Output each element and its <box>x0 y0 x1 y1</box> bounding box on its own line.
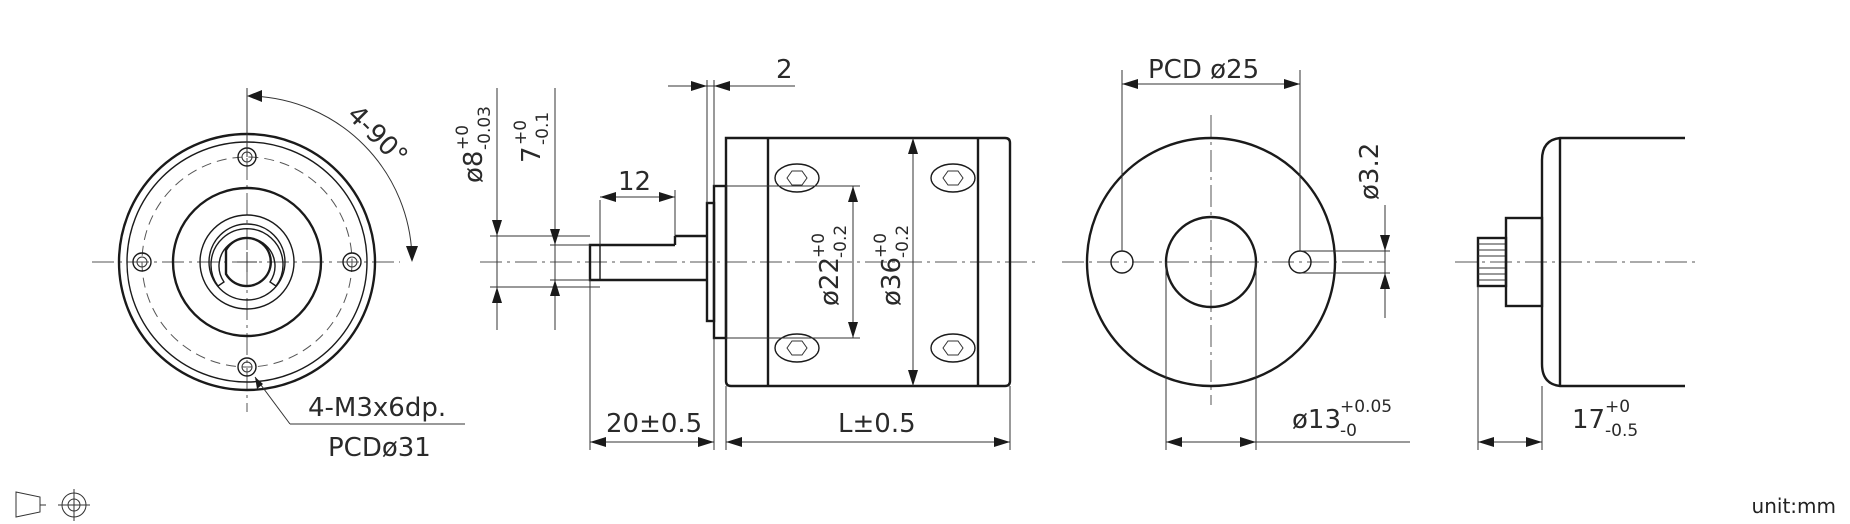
svg-text:+0: +0 <box>871 233 891 258</box>
side-view: ø8 +0 -0.03 7 +0 -0.1 12 2 ø22 +0 -0.2 ø… <box>453 55 1035 450</box>
svg-text:17: 17 <box>1572 405 1605 435</box>
tapped-holes-label: 4-M3x6dp. <box>308 393 446 423</box>
pcd-31-label: PCDø31 <box>328 433 431 463</box>
partial-side-view: 17 +0 -0.5 <box>1455 136 1700 450</box>
svg-text:-0.2: -0.2 <box>831 225 851 258</box>
svg-text:+0.05: +0.05 <box>1340 397 1392 417</box>
svg-text:ø13: ø13 <box>1292 405 1341 435</box>
svg-text:ø36: ø36 <box>877 257 907 306</box>
svg-text:-0.03: -0.03 <box>475 106 495 150</box>
body-diameter-dim: ø36 +0 -0.2 <box>871 225 913 306</box>
pcd-25-label: PCD ø25 <box>1148 55 1259 85</box>
hole-diameter-label: ø3.2 <box>1355 143 1385 200</box>
flat-width-dim: 7 +0 -0.1 <box>511 112 553 163</box>
third-angle-projection-icon <box>15 489 90 521</box>
depth-dim: 17 +0 -0.5 <box>1572 397 1638 441</box>
svg-text:-0.1: -0.1 <box>533 112 553 145</box>
svg-text:+0: +0 <box>1605 397 1630 417</box>
svg-text:-0: -0 <box>1340 421 1357 441</box>
shaft-diameter-dim: ø8 +0 -0.03 <box>453 106 495 183</box>
svg-text:ø8: ø8 <box>459 151 489 183</box>
shaft-length-label: 20±0.5 <box>606 409 702 439</box>
svg-text:7: 7 <box>517 146 547 163</box>
center-diameter-dim: ø13 +0.05 -0 <box>1292 397 1392 441</box>
rear-view: PCD ø25 ø3.2 ø13 +0.05 -0 <box>1062 55 1410 450</box>
front-view: 4-90° 4-M3x6dp. PCDø31 <box>92 88 465 463</box>
gap-label: 2 <box>776 55 793 85</box>
svg-text:+0: +0 <box>511 120 531 145</box>
flat-length-label: 12 <box>618 167 651 197</box>
svg-text:ø22: ø22 <box>815 257 845 306</box>
body-length-label: L±0.5 <box>838 409 916 439</box>
svg-text:+0: +0 <box>809 233 829 258</box>
svg-text:-0.2: -0.2 <box>893 225 913 258</box>
boss-diameter-dim: ø22 +0 -0.2 <box>809 225 851 306</box>
svg-text:-0.5: -0.5 <box>1605 421 1638 441</box>
svg-text:+0: +0 <box>453 125 473 150</box>
angle-label: 4-90° <box>341 100 413 172</box>
unit-label: unit:mm <box>1751 494 1836 518</box>
